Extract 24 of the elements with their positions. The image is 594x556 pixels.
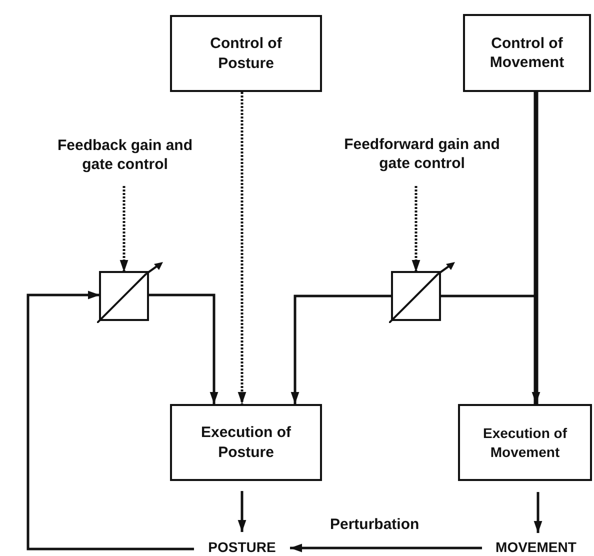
arrow [532,92,540,404]
arrow [238,491,246,532]
variable-gain-symbol [389,262,455,323]
box-label: Control of Movement [488,34,566,72]
node-label: MOVEMENT [496,538,576,556]
process-box [170,15,322,92]
box-label: Execution of Movement [482,424,568,461]
box-label: Execution of Posture [200,423,292,462]
box-label: Control of Posture [209,34,283,73]
arrow [120,186,128,272]
arrow [238,92,246,404]
node-label: POSTURE [208,538,276,556]
arrow [290,544,482,552]
arrow [290,294,392,404]
arrow [26,290,194,550]
arrow [412,186,420,272]
variable-gain-symbol [97,262,163,323]
process-box [458,404,592,481]
node-label: Feedforward gain and gate control [343,134,501,174]
arrow [534,492,542,533]
process-box [463,14,591,92]
process-box [170,404,322,481]
arrow [148,294,218,404]
node-label: Feedback gain and gate control [56,136,194,174]
